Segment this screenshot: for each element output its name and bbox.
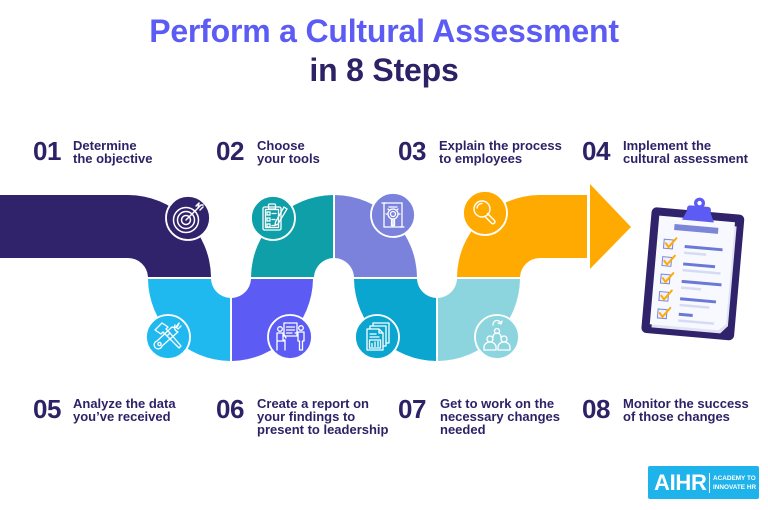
step-number-04: 04 [582,136,610,166]
step-number-08: 08 [582,394,610,424]
checklist-row [659,272,722,291]
report-documents-icon [354,314,400,360]
checklist-row [662,237,723,256]
step-number-07: 07 [398,394,426,424]
segment-08 [438,279,520,361]
step-label-06: Create a report on your findings to pres… [257,396,389,437]
step-label-02: Choose your tools [257,138,320,166]
title-line-2: in 8 Steps [309,52,459,88]
step-number-05: 05 [33,394,61,424]
arrow-head [590,184,631,269]
segment-07 [354,279,436,361]
segment-05 [148,279,230,361]
document-search-icon [370,192,416,238]
checklist-row [656,306,715,325]
step-label-07: Get to work on the necessary changes nee… [440,396,560,437]
checklist-row [661,254,721,275]
segment-01 [0,195,211,277]
step-number-03: 03 [398,136,426,166]
target-icon [165,195,211,241]
presentation-icon [267,314,313,360]
heading-bar [674,224,719,234]
magnifying-glass-icon [462,190,508,236]
aihr-logo: AIHR ACADEMY TO INNOVATE HR [648,466,759,499]
logo-tagline: ACADEMY TO INNOVATE HR [713,475,757,491]
step-label-08: Monitor the success of those changes [623,396,749,424]
step-label-04: Implement the cultural assessment [623,138,749,166]
team-cycle-icon [474,314,520,360]
segment-06 [232,279,313,361]
step-number-06: 06 [216,394,244,424]
segment-02 [251,195,333,277]
logo-divider [709,473,710,493]
checklist-row [658,289,717,309]
clipboard-checklist-icon [250,195,296,241]
step-number-02: 02 [216,136,244,166]
step-number-01: 01 [33,136,61,166]
step-label-05: Analyze the data you’ve received [73,396,176,424]
step-label-03: Explain the process to employees [439,138,562,166]
clipboard-illustration [641,197,745,341]
step-label-01: Determine the objective [73,138,153,166]
segment-03 [335,195,417,277]
title-line-1: Perform a Cultural Assessment [149,13,619,49]
logo-mark: AIHR [654,470,707,495]
hammer-wrench-icon [145,314,191,360]
